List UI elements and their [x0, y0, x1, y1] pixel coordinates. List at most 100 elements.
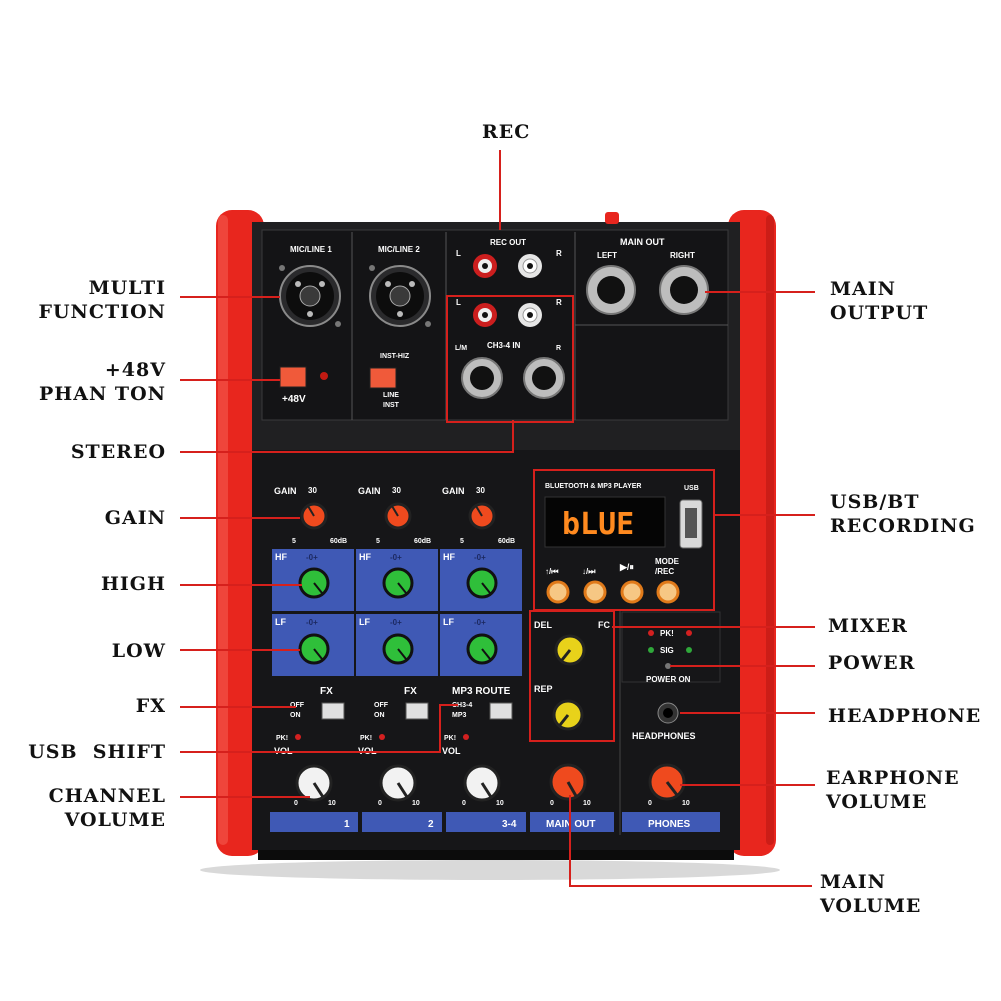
hf-label-34: HF: [443, 552, 455, 562]
main-zero-label: 0: [550, 800, 554, 807]
line-inst-switch[interactable]: [369, 367, 397, 389]
right-label: RIGHT: [670, 251, 695, 260]
power-led: [665, 663, 671, 669]
strip-main-bar: [530, 812, 614, 832]
fx-switch-1[interactable]: [321, 702, 345, 720]
callout-fx: FX: [135, 695, 166, 717]
bt-player-box: [533, 469, 715, 611]
ch34-rca-left[interactable]: [473, 303, 497, 327]
phones-volume-knob[interactable]: [648, 763, 686, 801]
mp3-route-switch[interactable]: [489, 702, 513, 720]
ch34-in-r-label: R: [556, 345, 561, 352]
low-eq-knob-34[interactable]: [466, 633, 498, 665]
gain-max-label-1: 30: [308, 486, 317, 495]
ch34-rca-right[interactable]: [518, 303, 542, 327]
main-volume-leader: [569, 795, 812, 887]
mode-rec-button[interactable]: [656, 580, 680, 604]
strip-34-bar: [446, 812, 526, 832]
mic-line-2-combo-jack[interactable]: [369, 265, 431, 327]
delay-knob[interactable]: [554, 634, 586, 666]
stereo-leader: [180, 420, 514, 453]
vol-zero-label-1: 0: [294, 800, 298, 807]
pk-label-1: PK!: [276, 735, 288, 742]
callout-high: HIGH: [100, 573, 166, 595]
inst-label: INST: [383, 402, 400, 409]
ch34-r-label: R: [556, 298, 562, 307]
vol-ten-label-1: 10: [328, 800, 336, 807]
high-eq-knob-34[interactable]: [466, 567, 498, 599]
vol-zero-label-2: 0: [378, 800, 382, 807]
headphone-jack[interactable]: [657, 702, 679, 724]
low-eq-knob-2[interactable]: [382, 633, 414, 665]
vol-ten-label-2: 10: [412, 800, 420, 807]
gain-db-label-34: 60dB: [498, 538, 515, 545]
line-label: LINE: [383, 392, 399, 399]
lf-label-2: LF: [359, 617, 370, 627]
callout-mixer: MIXER: [828, 615, 908, 637]
vol-zero-label-34: 0: [462, 800, 466, 807]
gain-label-34: GAIN: [442, 486, 465, 496]
gain-knob-2[interactable]: [384, 502, 412, 530]
sig-led-left: [648, 647, 654, 653]
ch34-in-jack-left[interactable]: [461, 357, 503, 399]
strip-phones-bar: [622, 812, 720, 832]
rec-out-rca-right[interactable]: [518, 254, 542, 278]
play-label: ▶/⏸: [619, 562, 634, 572]
channel-volume-knob-1[interactable]: [295, 764, 333, 802]
next-button[interactable]: [583, 580, 607, 604]
mic-line-2-label: MIC/LINE 2: [378, 245, 420, 254]
hf-zero-label-34: -0+: [474, 553, 486, 562]
gain-min-label-34: 5: [460, 538, 464, 545]
ch34-in-jack-right[interactable]: [523, 357, 565, 399]
rec-out-rca-left[interactable]: [473, 254, 497, 278]
strip-phones-label: PHONES: [648, 819, 691, 830]
vol-ten-label-34: 10: [496, 800, 504, 807]
pk-label-2: PK!: [360, 735, 372, 742]
play-pause-button[interactable]: [620, 580, 644, 604]
mic-line-1-label: MIC/LINE 1: [290, 245, 332, 254]
high-eq-knob-2[interactable]: [382, 567, 414, 599]
gain-min-label-2: 5: [376, 538, 380, 545]
fx-off-label-2: OFF: [374, 702, 389, 709]
pk-label-34: PK!: [444, 735, 456, 742]
gain-knob-1[interactable]: [300, 502, 328, 530]
channel-volume-knob-34[interactable]: [463, 764, 501, 802]
pk-led-right: [686, 630, 692, 636]
gain-knob-34[interactable]: [468, 502, 496, 530]
callout-usb-bt-recording: USB/BT RECORDING: [830, 491, 976, 537]
fx-switch-2[interactable]: [405, 702, 429, 720]
gain-label-2: GAIN: [358, 486, 381, 496]
top-button[interactable]: [605, 212, 619, 224]
high-eq-knob-1[interactable]: [298, 567, 330, 599]
phantom-48v-switch[interactable]: [279, 366, 307, 388]
power-on-label: POWER ON: [646, 675, 691, 684]
fx-label-1: FX: [320, 686, 333, 697]
mic-line-1-combo-jack[interactable]: [279, 265, 341, 327]
low-eq-knob-1[interactable]: [298, 633, 330, 665]
gain-db-label-1: 60dB: [330, 538, 347, 545]
gain-max-label-2: 30: [392, 486, 401, 495]
main-out-jack-right[interactable]: [659, 265, 709, 315]
pk-led-2: [379, 734, 385, 740]
callout-main-volume: MAIN VOLUME: [820, 871, 922, 917]
mp3-route-label: MP3 ROUTE: [452, 686, 511, 697]
hf-zero-label-2: -0+: [390, 553, 402, 562]
ch34-in-label: CH3-4 IN: [487, 341, 521, 350]
pk-led-1: [295, 734, 301, 740]
prev-button[interactable]: [546, 580, 570, 604]
phones-zero-label: 0: [648, 800, 652, 807]
prev-label: ↑/⏮: [545, 567, 558, 576]
callout-main-output: MAIN OUTPUT: [830, 278, 929, 324]
lm-label: L/M: [455, 345, 467, 352]
main-out-volume-knob[interactable]: [549, 763, 587, 801]
channel-volume-knob-2[interactable]: [379, 764, 417, 802]
repeat-knob[interactable]: [552, 699, 584, 731]
plus48v-label: +48V: [282, 394, 306, 405]
rec-out-label: REC OUT: [490, 238, 526, 247]
lf-zero-label-1: -0+: [306, 618, 318, 627]
callout-usb-shift: USB SHIFT: [28, 741, 166, 763]
callout-rec: REC: [482, 121, 531, 143]
main-out-jack-left[interactable]: [586, 265, 636, 315]
